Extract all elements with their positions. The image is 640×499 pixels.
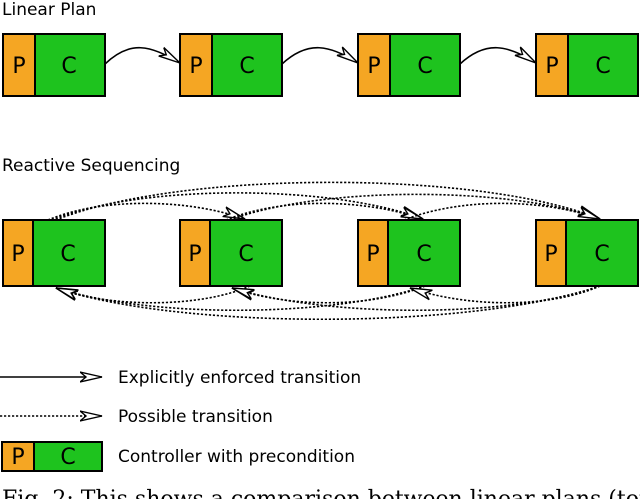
reactive-backward-4-1	[56, 285, 601, 321]
controller-label: C	[60, 242, 75, 267]
legend: Explicitly enforced transition Possible …	[0, 368, 361, 472]
reactive-forward-1-4	[55, 181, 600, 221]
precondition-label: P	[11, 445, 24, 470]
reactive-sequencing-title: Reactive Sequencing	[2, 156, 180, 176]
legend-box-sample: P C	[1, 441, 103, 472]
reactive-backward-3-2	[232, 285, 426, 304]
legend-dotted-label: Possible transition	[118, 407, 273, 427]
reactive-forward-3-4	[403, 202, 600, 221]
precondition-label: P	[188, 242, 201, 267]
linear-transition-1-2	[104, 48, 180, 65]
figure-caption: Fig. 2: This shows a comparison between …	[2, 487, 640, 499]
reactive-forward-2-3	[225, 202, 423, 221]
linear-transition-2-3	[281, 48, 358, 65]
legend-solid-label: Explicitly enforced transition	[118, 368, 361, 388]
precondition-label: P	[545, 54, 558, 79]
precondition-label: P	[12, 54, 25, 79]
reactive-node-3: P C	[357, 219, 461, 287]
legend-box-label: Controller with precondition	[118, 447, 355, 467]
reactive-backward-2-1	[56, 285, 251, 304]
precondition-label: P	[367, 54, 380, 79]
controller-label: C	[239, 54, 254, 79]
reactive-backward-3-1	[56, 285, 426, 312]
precondition-label: P	[189, 54, 202, 79]
reactive-backward-4-2	[232, 285, 601, 312]
reactive-node-1: P C	[2, 219, 106, 287]
controller-label: C	[417, 54, 432, 79]
linear-node-3: P C	[357, 33, 461, 97]
reactive-backward-4-3	[410, 285, 601, 304]
precondition-label: P	[11, 242, 24, 267]
reactive-forward-1-2	[47, 202, 245, 221]
controller-label: C	[61, 54, 76, 79]
reactive-forward-1-3	[51, 192, 423, 221]
reactive-node-4: P C	[535, 219, 639, 287]
linear-plan-title: Linear Plan	[2, 0, 96, 20]
reactive-node-2: P C	[179, 219, 283, 287]
controller-label: C	[60, 445, 75, 470]
controller-label: C	[594, 242, 609, 267]
controller-label: C	[595, 54, 610, 79]
linear-node-2: P C	[179, 33, 283, 97]
precondition-label: P	[366, 242, 379, 267]
linear-node-1: P C	[2, 33, 106, 97]
linear-node-4: P C	[535, 33, 639, 97]
precondition-label: P	[544, 242, 557, 267]
controller-label: C	[416, 242, 431, 267]
controller-label: C	[238, 242, 253, 267]
linear-transition-3-4	[459, 48, 536, 65]
